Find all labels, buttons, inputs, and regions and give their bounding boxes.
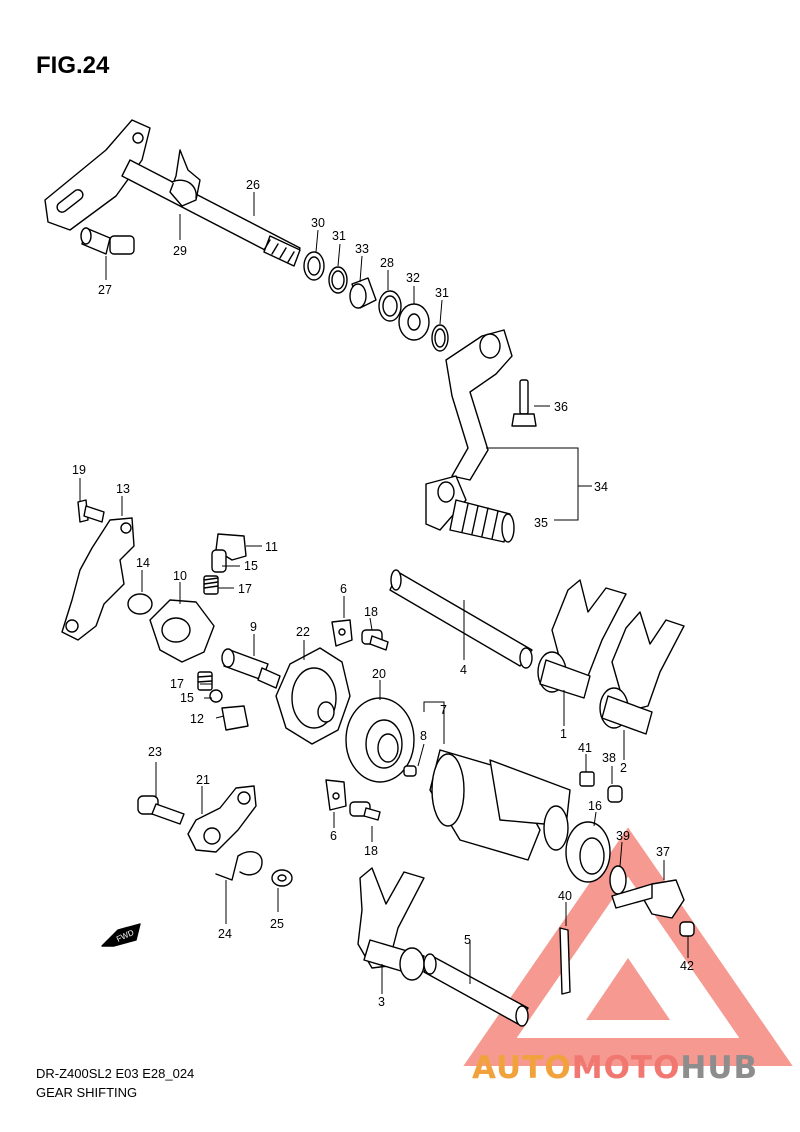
part-number-label: 19 — [72, 463, 86, 477]
part-number-label: 13 — [116, 482, 130, 496]
watermark-triangle-logo — [463, 827, 793, 1066]
part-number-label: 28 — [380, 256, 394, 270]
part-shift-arm-assembly — [137, 785, 293, 887]
part-gearshift-lever — [425, 329, 515, 543]
part-number-label: 30 — [311, 216, 325, 230]
part-spring-ball-set — [197, 671, 249, 731]
part-number-label: 17 — [170, 677, 184, 691]
part-cam-drive-pin — [221, 648, 281, 689]
part-number-label: 5 — [464, 933, 471, 947]
part-washer-set — [303, 251, 449, 352]
part-number-label: 8 — [420, 729, 427, 743]
part-number-label: 32 — [406, 271, 420, 285]
part-cam-stopper — [203, 533, 247, 595]
part-number-label: 36 — [554, 400, 568, 414]
part-number-label: 42 — [680, 959, 694, 973]
part-retainer-plate — [331, 619, 389, 651]
watermark-part-b: MOTO — [571, 1050, 681, 1086]
part-number-label: 35 — [534, 516, 548, 530]
part-number-label: 15 — [244, 559, 258, 573]
part-number-label: 34 — [594, 480, 608, 494]
part-number-label: 10 — [173, 569, 187, 583]
part-number-label: 18 — [364, 605, 378, 619]
part-number-label: 17 — [238, 582, 252, 596]
part-number-label: 27 — [98, 283, 112, 297]
watermark-brand: AUTOMOTOHUB — [472, 1050, 758, 1086]
part-number-label: 12 — [190, 712, 204, 726]
part-number-label: 7 — [440, 703, 447, 717]
part-number-label: 24 — [218, 927, 232, 941]
forward-direction-arrow — [101, 923, 141, 947]
part-number-label: 39 — [616, 829, 630, 843]
model-code: DR-Z400SL2 E03 E28_024 — [36, 1066, 195, 1081]
part-number-label: 41 — [578, 741, 592, 755]
part-number-label: 3 — [378, 995, 385, 1009]
leader-lines — [79, 192, 689, 994]
part-number-label: 21 — [196, 773, 210, 787]
part-number-label: 37 — [656, 845, 670, 859]
part-number-label: 22 — [296, 625, 310, 639]
part-number-label: 26 — [246, 178, 260, 192]
part-number-labels: 26 29 27 30 31 33 28 32 31 36 34 35 19 1… — [72, 178, 694, 1009]
part-number-label: 33 — [355, 242, 369, 256]
part-number-label: 31 — [332, 229, 346, 243]
part-number-label: 23 — [148, 745, 162, 759]
part-needle-bearing — [565, 821, 627, 895]
part-number-label: 16 — [588, 799, 602, 813]
part-number-label: 31 — [435, 286, 449, 300]
part-return-spring — [169, 149, 201, 207]
part-stopper-plate — [61, 499, 135, 641]
part-number-label: 25 — [270, 917, 284, 931]
part-cam-gear — [275, 647, 351, 745]
part-number-label: 4 — [460, 663, 467, 677]
part-shift-fork-upper — [537, 579, 685, 735]
part-number-label: 1 — [560, 727, 567, 741]
part-number-label: 6 — [330, 829, 337, 843]
part-number-label: 2 — [620, 761, 627, 775]
part-lever-bolt — [511, 379, 537, 427]
part-retainer-plate-lower — [325, 779, 381, 821]
part-number-label: 6 — [340, 582, 347, 596]
part-pin-bolt — [80, 227, 135, 255]
watermark-part-c: HUB — [680, 1050, 759, 1086]
figure-title: FIG.24 — [36, 52, 110, 79]
section-name: GEAR SHIFTING — [36, 1085, 138, 1100]
part-number-label: 18 — [364, 844, 378, 858]
part-fork-shaft-upper — [389, 569, 533, 669]
part-number-label: 20 — [372, 667, 386, 681]
part-number-label: 29 — [173, 244, 187, 258]
part-gearshift-cam — [403, 749, 571, 861]
part-number-label: 38 — [602, 751, 616, 765]
part-bearing — [345, 697, 415, 783]
part-shift-fork-lower — [357, 867, 529, 1027]
part-number-label: 14 — [136, 556, 150, 570]
part-number-label: 15 — [180, 691, 194, 705]
part-spring-ball-right — [579, 771, 623, 803]
part-cam-guide — [127, 593, 215, 663]
watermark-part-a: AUTO — [472, 1050, 572, 1086]
part-number-label: 9 — [250, 620, 257, 634]
part-number-label: 40 — [558, 889, 572, 903]
part-shift-shaft — [44, 119, 301, 267]
part-gear-position-plate — [559, 879, 695, 995]
part-number-label: 11 — [265, 540, 278, 554]
